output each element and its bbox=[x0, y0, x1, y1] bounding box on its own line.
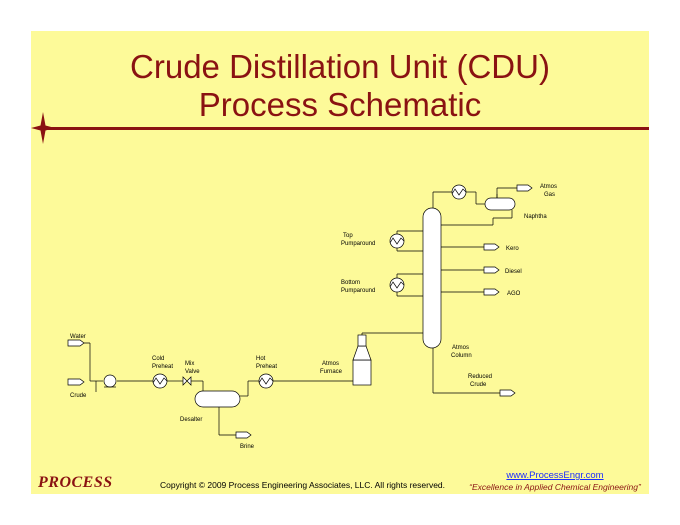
four-point-star-icon bbox=[31, 112, 55, 144]
atmos-gas-arrow bbox=[516, 184, 533, 192]
website-link[interactable]: www.ProcessEngr.com bbox=[506, 470, 604, 481]
atmos-furnace-icon bbox=[352, 334, 372, 386]
label-bottom-pumparound-2: Pumparound bbox=[341, 288, 375, 294]
title-line-1: Crude Distillation Unit (CDU) bbox=[130, 48, 550, 85]
label-diesel: Diesel bbox=[505, 269, 522, 275]
label-water: Water bbox=[70, 334, 86, 340]
overhead-reflux-drum bbox=[484, 194, 516, 211]
mix-valve-icon bbox=[182, 376, 192, 386]
bottom-pumparound-exchanger-icon bbox=[389, 277, 405, 293]
slide-background bbox=[31, 31, 649, 494]
top-pumparound-exchanger-icon bbox=[389, 233, 405, 249]
label-desalter: Desalter bbox=[180, 417, 202, 423]
label-cold-preheat-1: Cold bbox=[152, 356, 164, 362]
diesel-arrow bbox=[483, 266, 500, 274]
overhead-condenser-icon bbox=[451, 184, 467, 200]
label-reduced-crude-1: Reduced bbox=[468, 374, 492, 380]
label-kero: Kero bbox=[506, 246, 519, 252]
label-atmos-column-2: Column bbox=[451, 353, 472, 359]
company-tagline: “Excellence in Applied Chemical Engineer… bbox=[469, 482, 641, 492]
slide-title: Crude Distillation Unit (CDU) Process Sc… bbox=[31, 48, 649, 124]
label-ago: AGO bbox=[507, 291, 521, 297]
label-mix-valve-1: Mix bbox=[185, 361, 194, 367]
kero-arrow bbox=[483, 243, 500, 251]
label-brine: Brine bbox=[240, 444, 255, 450]
title-divider bbox=[41, 127, 649, 130]
atmos-column-vessel bbox=[422, 207, 442, 349]
label-hot-preheat-2: Preheat bbox=[256, 364, 277, 370]
label-atmos-gas-1: Atmos bbox=[540, 184, 557, 190]
label-atmos-furnace-2: Furnace bbox=[320, 369, 343, 375]
label-atmos-column-1: Atmos bbox=[452, 345, 469, 351]
label-cold-preheat-2: Preheat bbox=[152, 364, 173, 370]
label-top-pumparound-1: Top bbox=[343, 233, 353, 239]
label-bottom-pumparound-1: Bottom bbox=[341, 280, 360, 286]
company-logo: PROCESS bbox=[38, 474, 113, 491]
label-atmos-gas-2: Gas bbox=[544, 192, 555, 198]
title-line-2: Process Schematic bbox=[198, 86, 482, 123]
brine-outlet-arrow bbox=[235, 431, 252, 439]
label-hot-preheat-1: Hot bbox=[256, 356, 266, 362]
feed-pump-icon bbox=[103, 374, 117, 388]
reduced-crude-arrow bbox=[499, 389, 516, 397]
label-top-pumparound-2: Pumparound bbox=[341, 241, 375, 247]
water-inlet-arrow bbox=[67, 339, 85, 347]
ago-arrow bbox=[483, 288, 500, 296]
label-crude: Crude bbox=[70, 393, 87, 399]
desalter-vessel bbox=[194, 390, 241, 408]
label-naphtha: Naphtha bbox=[524, 214, 547, 220]
label-mix-valve-2: Valve bbox=[185, 369, 200, 375]
label-atmos-furnace-1: Atmos bbox=[322, 361, 339, 367]
copyright-text: Copyright © 2009 Process Engineering Ass… bbox=[160, 480, 446, 490]
cold-preheat-exchanger-icon bbox=[152, 373, 168, 389]
hot-preheat-exchanger-icon bbox=[258, 373, 274, 389]
crude-inlet-arrow bbox=[67, 378, 85, 386]
label-reduced-crude-2: Crude bbox=[470, 382, 487, 388]
